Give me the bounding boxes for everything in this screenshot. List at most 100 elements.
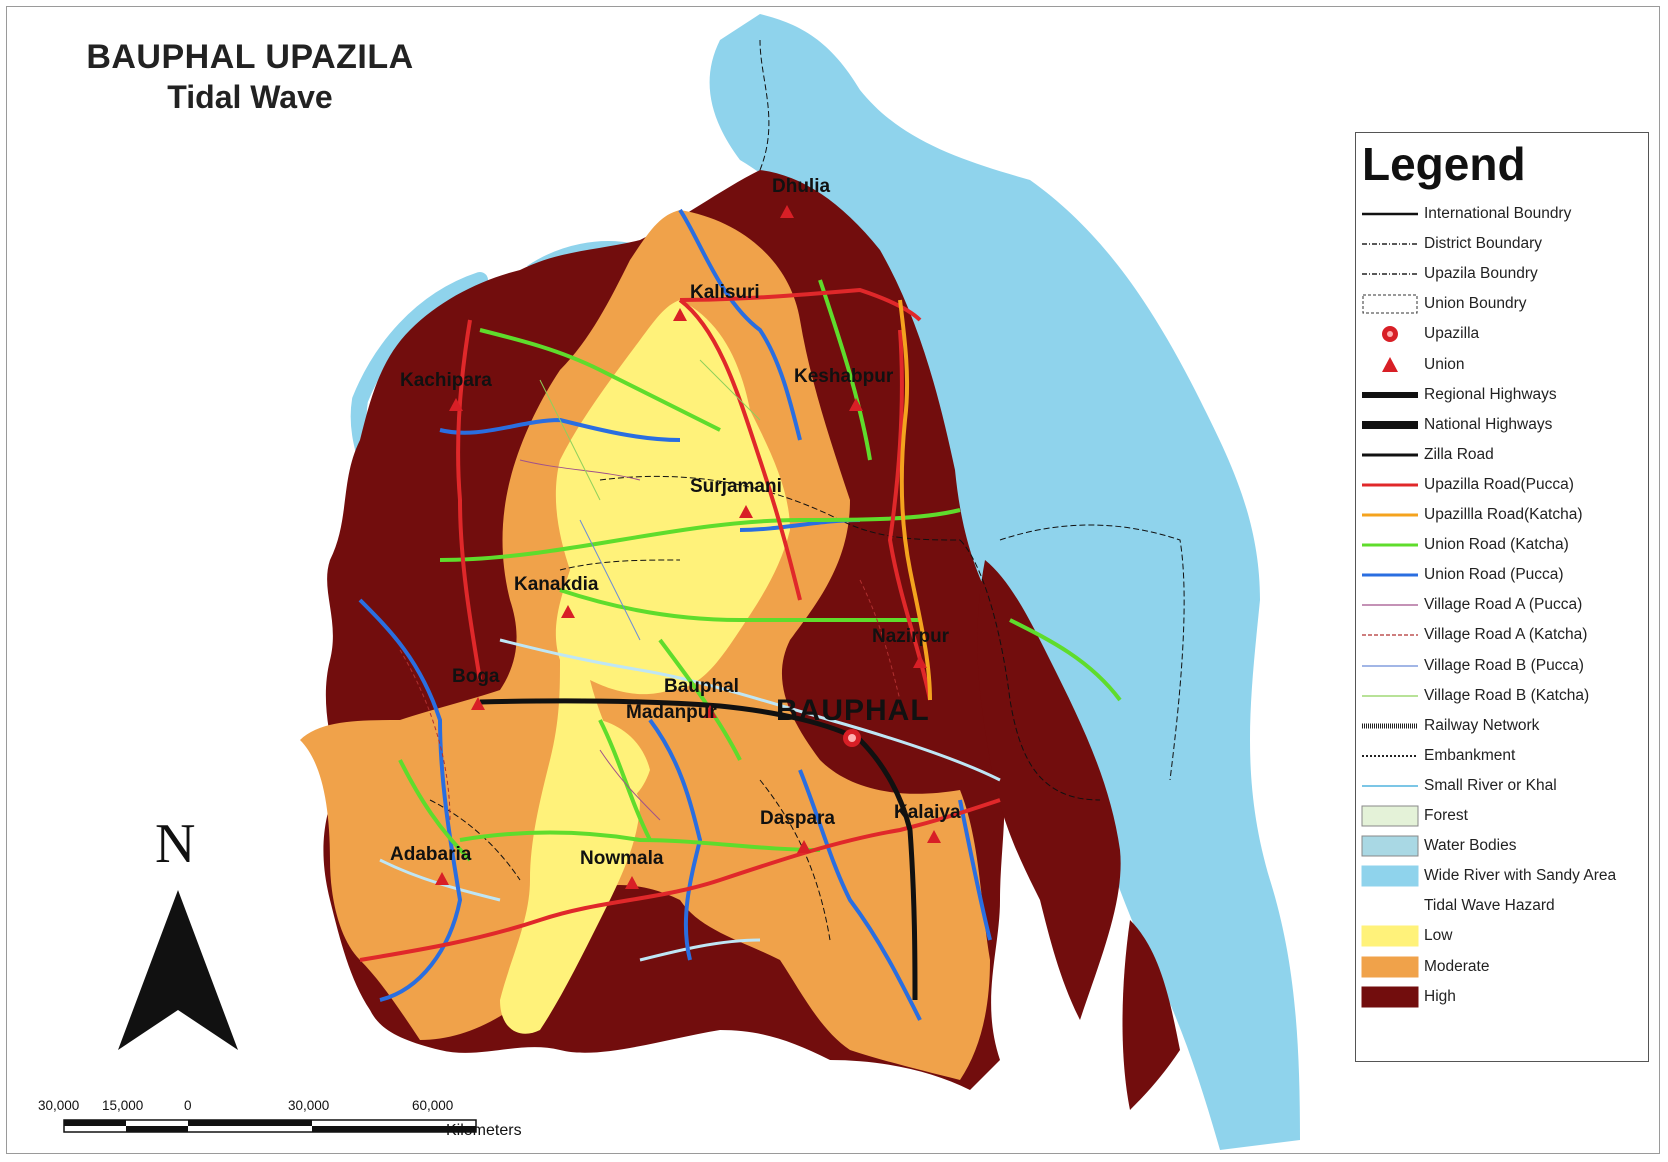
scale-tick-3: 0 [184, 1098, 192, 1113]
legend-item: Water Bodies [1360, 831, 1646, 861]
legend-item: Railway Network [1360, 711, 1646, 741]
legend-label: Village Road A (Pucca) [1424, 596, 1583, 614]
legend-label: Upazillla Road(Katcha) [1424, 506, 1583, 523]
legend-label: Wide River with Sandy Area [1424, 867, 1617, 885]
scale-unit: Kilometers [446, 1122, 522, 1139]
legend-label: Moderate [1424, 957, 1490, 975]
legend-label: Embankment [1424, 746, 1516, 764]
scale-tick-4: 30,000 [288, 1098, 330, 1113]
union-marker-keshabpur [849, 398, 863, 411]
union-marker-nowmala [625, 876, 639, 889]
legend-symbol-box-dashed [1360, 292, 1420, 316]
legend-label: Forest [1424, 807, 1468, 824]
legend-label: Union [1424, 355, 1465, 373]
legend-item: Tidal Wave Hazard [1360, 891, 1646, 921]
legend-label: Union Road (Pucca) [1424, 566, 1564, 584]
legend-symbol-triangle-red-icon [1360, 353, 1420, 377]
legend-symbol-fill-low [1360, 924, 1420, 948]
upazilla-roads-pucca [359, 287, 1001, 962]
legend-item: Village Road A (Katcha) [1360, 620, 1646, 650]
legend-item: Upazilla Road(Pucca) [1360, 470, 1646, 500]
legend-item: National Highways [1360, 410, 1646, 440]
legend-item: Embankment [1360, 741, 1646, 771]
legend-label: Union Road (Katcha) [1424, 536, 1569, 554]
union-marker-kachipara [449, 398, 463, 411]
legend-symbol-line-embankment [1360, 744, 1420, 768]
legend-label: District Boundary [1424, 235, 1543, 253]
legend-item: Village Road B (Pucca) [1360, 651, 1646, 681]
legend-symbol-line-black [1360, 443, 1420, 467]
upazilla-roads-katcha [898, 299, 932, 701]
legend-symbol-line-thick-black [1360, 383, 1420, 407]
legend-symbol-line-solid-black [1360, 202, 1420, 226]
legend-label: Tidal Wave Hazard [1424, 897, 1555, 915]
legend-symbol-line-orange [1360, 503, 1420, 527]
union-marker-kalaiya [927, 830, 941, 843]
legend-label: Water Bodies [1424, 837, 1517, 855]
union-marker-boga [471, 697, 485, 710]
union-markers [435, 205, 941, 889]
place-label-nazirpur: Nazirpur [872, 626, 950, 647]
map-title-line2: Tidal Wave [167, 79, 333, 115]
legend-item: Upazillla Road(Katcha) [1360, 500, 1646, 530]
legend-symbol-line-railway [1360, 714, 1420, 738]
scale-tick-5: 60,000 [412, 1098, 454, 1113]
scale-tick-2: 15,000 [102, 1098, 144, 1113]
legend-label: Upazilla [1424, 325, 1480, 343]
place-label-boga: Boga [452, 666, 500, 687]
legend-item: Regional Highways [1360, 380, 1646, 410]
village-roads [399, 359, 901, 821]
legend-item: Village Road A (Pucca) [1360, 590, 1646, 620]
upazilla-marker [843, 729, 861, 747]
scale-bar [63, 1119, 477, 1133]
legend-label: Village Road B (Pucca) [1424, 656, 1584, 674]
legend-symbol-line-thin-darkred-dashed [1360, 623, 1420, 647]
legend-title: Legend [1362, 138, 1526, 190]
union-marker-dhulia [780, 205, 794, 218]
scale-tick-1: 30,000 [38, 1098, 80, 1113]
map-title-line1: BAUPHAL UPAZILA [86, 38, 414, 76]
legend-item: Upazila Boundry [1360, 259, 1646, 289]
legend-symbol-line-lightblue [1360, 774, 1420, 798]
legend-symbol-line-dashdot [1360, 232, 1420, 256]
legend-label: Regional Highways [1424, 385, 1557, 403]
legend-symbol-line-blue [1360, 563, 1420, 587]
place-label-adabaria: Adabaria [390, 844, 472, 865]
legend-item: Union [1360, 350, 1646, 380]
place-label-dhulia: Dhulia [772, 176, 831, 197]
legend-label: Upazila Boundry [1424, 265, 1538, 283]
hazard-low-area [500, 300, 790, 1034]
hazard-high-east-strip [1122, 920, 1180, 1110]
place-label-kalisuri: Kalisuri [690, 282, 760, 303]
north-letter: N [155, 813, 196, 875]
legend-symbol-line-thin-green [1360, 684, 1420, 708]
place-label-madanpur: Madanpur [626, 702, 717, 723]
legend-item: Small River or Khal [1360, 771, 1646, 801]
union-marker-nazirpur [913, 655, 927, 668]
north-arrow-icon [118, 890, 238, 1050]
legend-label: Zilla Road [1424, 445, 1494, 463]
legend-item: Village Road B (Katcha) [1360, 681, 1646, 711]
legend-label: Railway Network [1424, 716, 1540, 734]
legend-item: Wide River with Sandy Area [1360, 861, 1646, 891]
place-label-kachipara: Kachipara [400, 370, 492, 391]
legend-label: National Highways [1424, 415, 1553, 433]
legend-label: Small River or Khal [1424, 776, 1557, 794]
map-title: BAUPHAL UPAZILA Tidal Wave [30, 38, 470, 116]
legend-item: Forest [1360, 801, 1646, 831]
legend-symbol-fill-river [1360, 864, 1420, 888]
legend-symbol-fill-moderate [1360, 955, 1420, 979]
place-label-kalaiya: Kalaiya [894, 802, 961, 823]
legend-symbol-fill-forest [1360, 804, 1420, 828]
legend-item: Moderate [1360, 952, 1646, 982]
legend-label: Low [1424, 927, 1453, 945]
legend-symbol-line-green [1360, 533, 1420, 557]
place-label-daspara: Daspara [760, 808, 835, 829]
legend-symbol-line-dashdot [1360, 262, 1420, 286]
place-label-keshabpur: Keshabpur [794, 366, 894, 387]
legend-item: International Boundry [1360, 199, 1646, 229]
legend-symbol-fill-water [1360, 834, 1420, 858]
legend-item: Union Road (Katcha) [1360, 530, 1646, 560]
legend-symbol-line-thin-blue [1360, 654, 1420, 678]
